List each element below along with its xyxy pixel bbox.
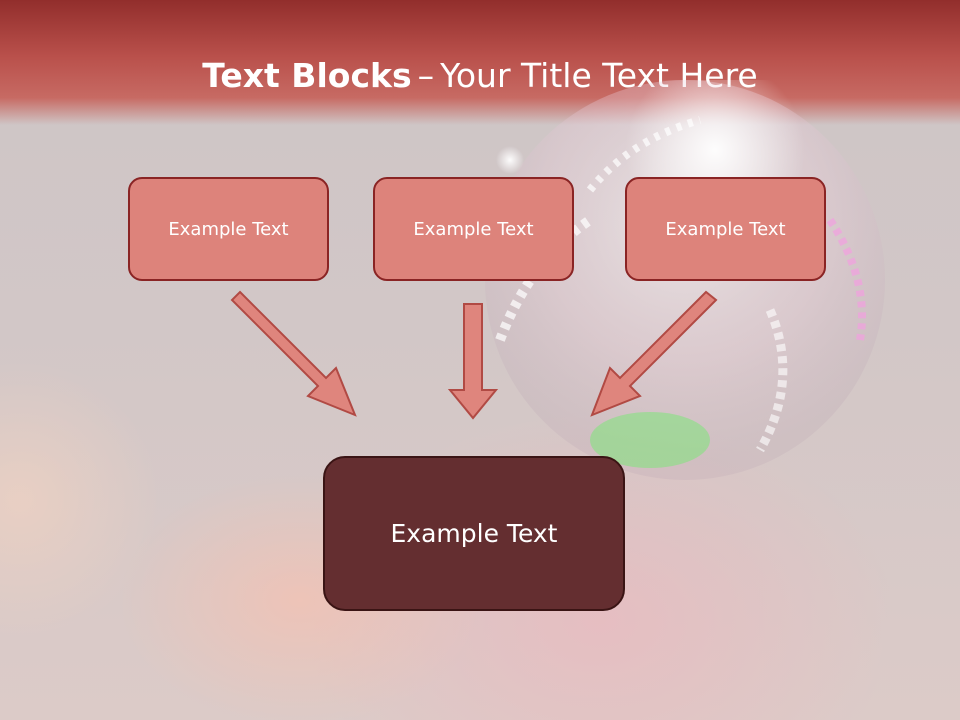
arrow-left — [230, 290, 357, 417]
arrow-center — [447, 303, 499, 420]
title-bold: Text Blocks — [202, 56, 412, 95]
text-block-right-label: Example Text — [665, 218, 786, 240]
arrow-right — [590, 290, 718, 417]
text-block-center-label: Example Text — [413, 218, 534, 240]
text-block-center[interactable]: Example Text — [373, 177, 574, 281]
text-block-left[interactable]: Example Text — [128, 177, 329, 281]
result-block-label: Example Text — [390, 519, 558, 548]
result-block[interactable]: Example Text — [323, 456, 625, 611]
slide-title[interactable]: Text Blocks–Your Title Text Here — [0, 54, 960, 98]
title-bar — [0, 0, 960, 125]
title-dash: – — [417, 56, 435, 95]
text-block-right[interactable]: Example Text — [625, 177, 826, 281]
text-block-left-label: Example Text — [168, 218, 289, 240]
